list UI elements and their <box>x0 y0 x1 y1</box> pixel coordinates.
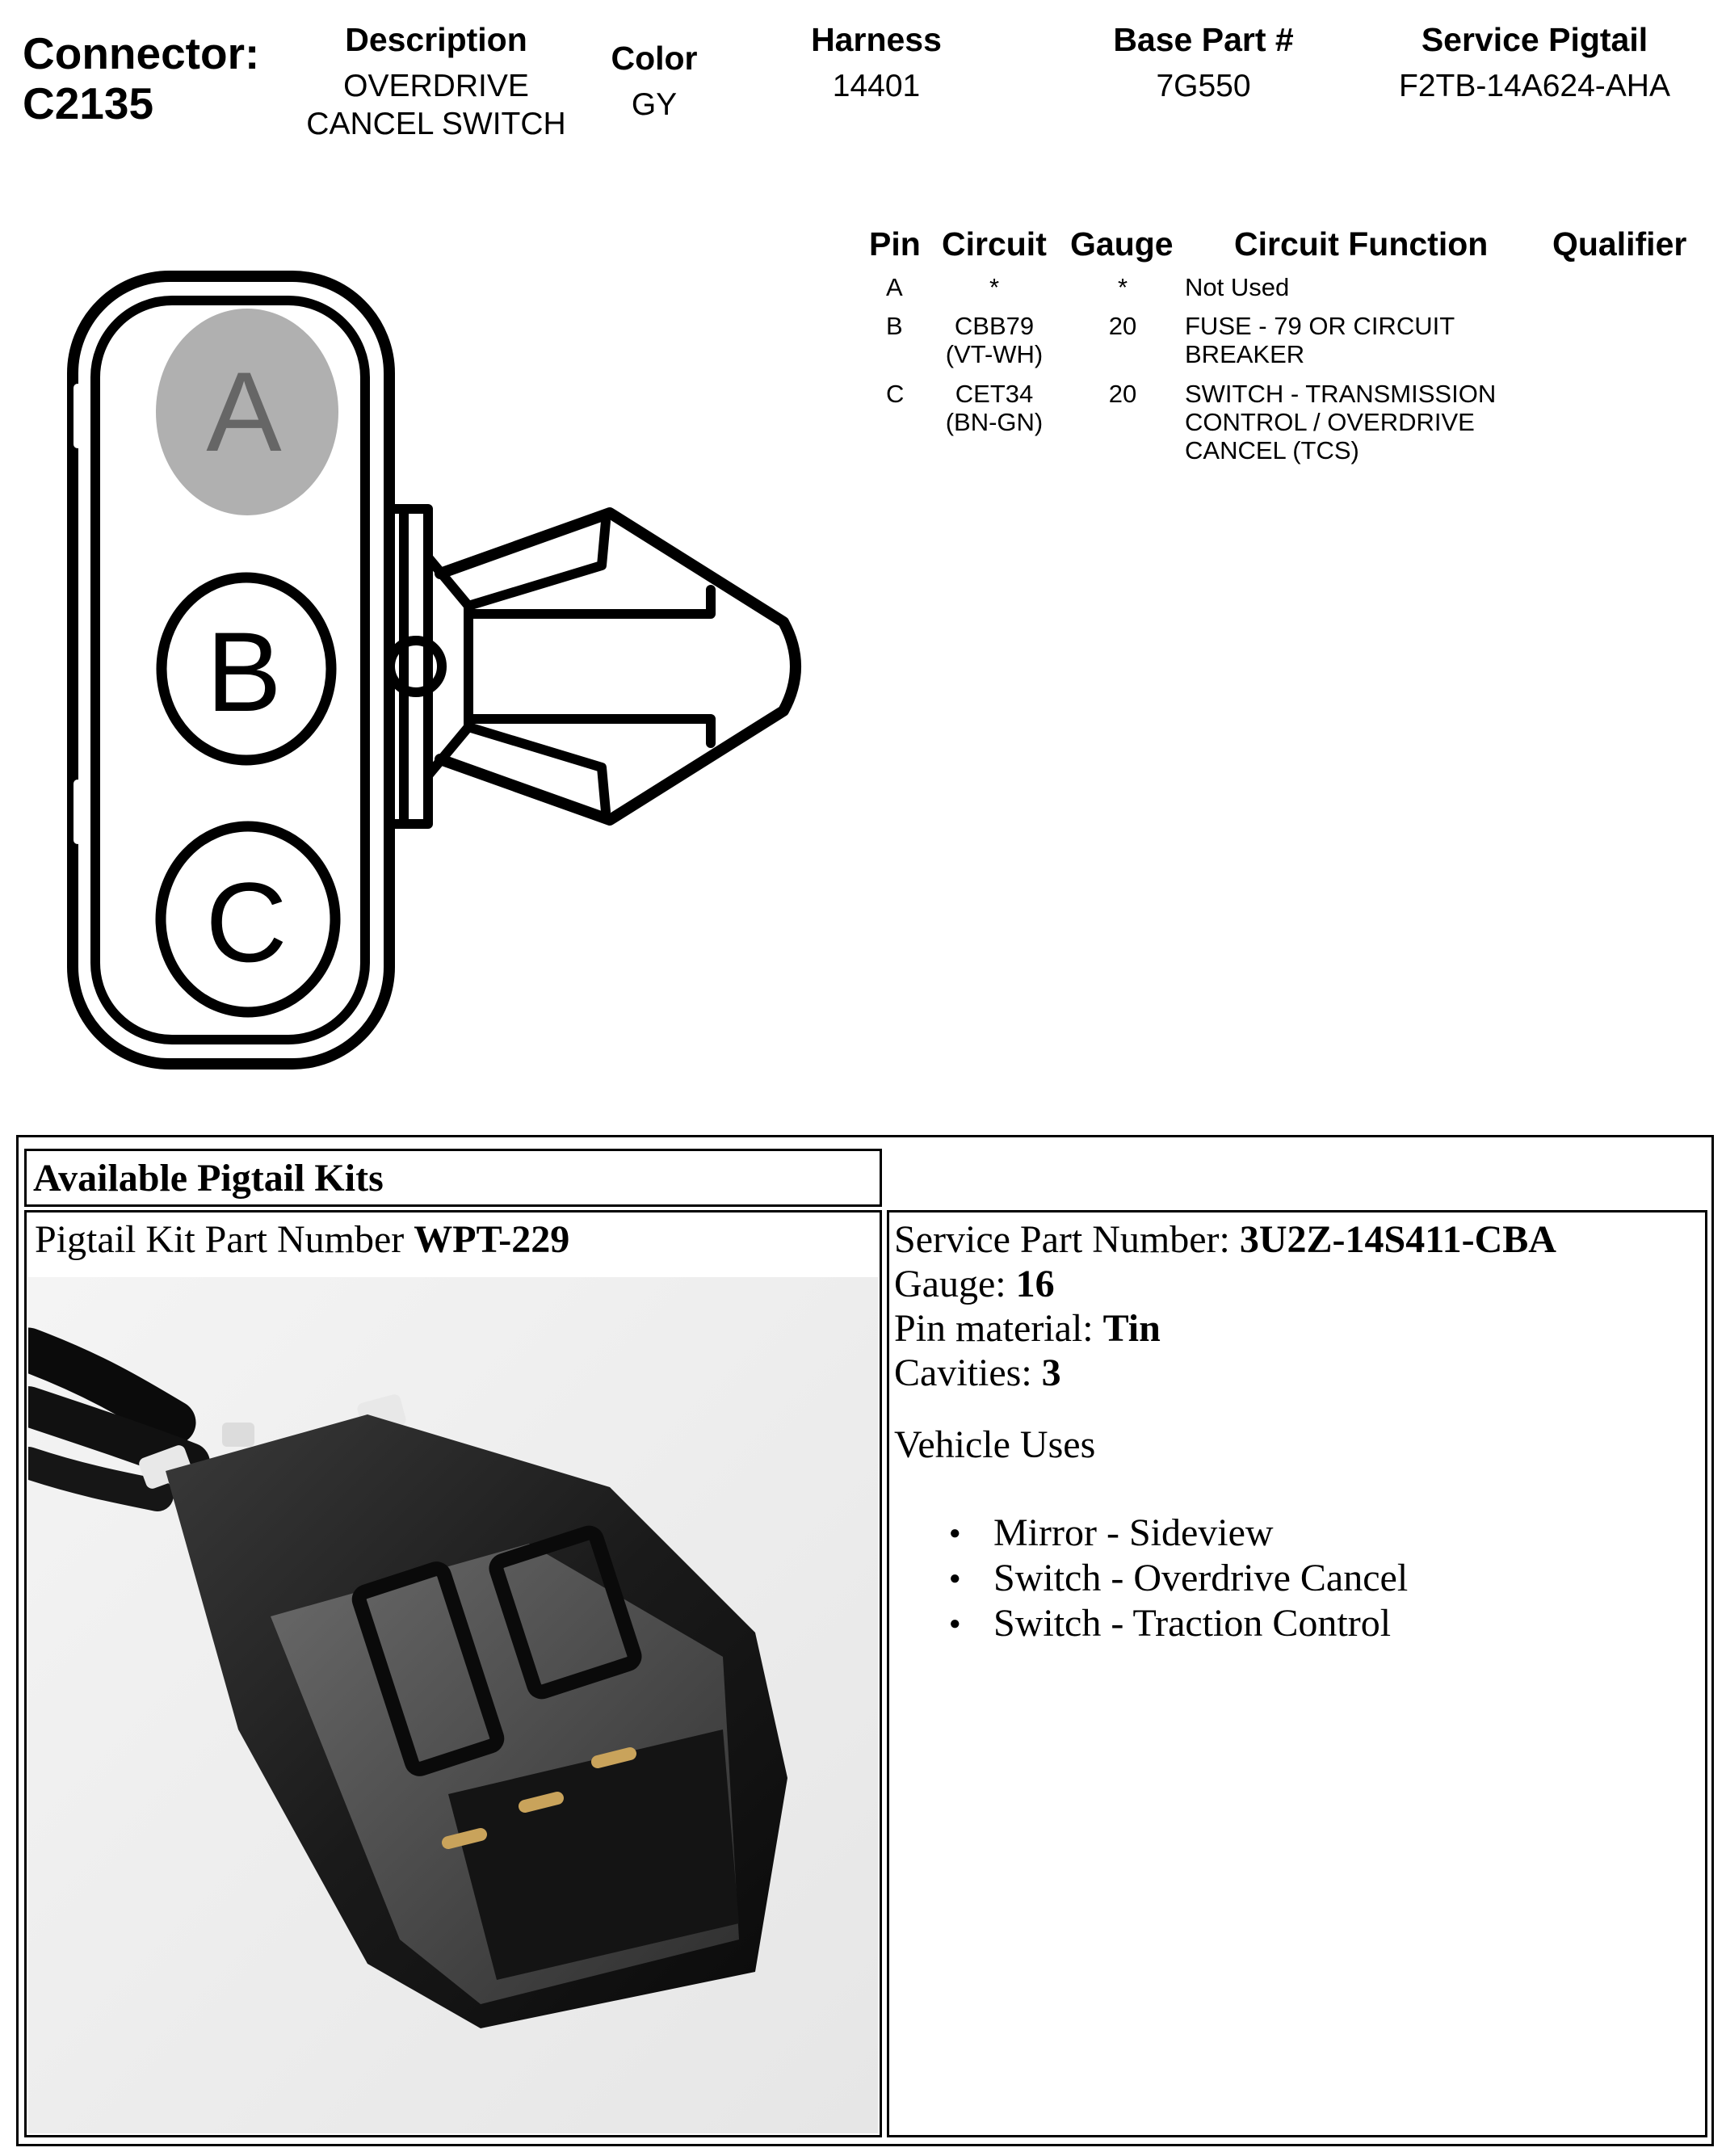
latch <box>384 504 801 829</box>
pin-header: Pin <box>869 225 921 263</box>
service-part-line: Service Part Number: 3U2Z-14S411-CBA <box>894 1217 1556 1262</box>
service-part-number: 3U2Z-14S411-CBA <box>1239 1218 1556 1261</box>
table-row: C CET34 (BN-GN) 20 SWITCH - TRANSMISSION… <box>0 380 1726 469</box>
function-header: Circuit Function <box>1234 225 1489 263</box>
kit-part-number: WPT-229 <box>414 1218 570 1261</box>
pin-material-label: Pin material: <box>894 1307 1103 1350</box>
qualifier-header: Qualifier <box>1552 225 1687 263</box>
row-b-function-line2: BREAKER <box>1185 340 1305 368</box>
pin-a-cavity <box>156 309 338 515</box>
list-item: Switch - Traction Control <box>949 1601 1556 1646</box>
row-c-function-line1: SWITCH - TRANSMISSION <box>1185 380 1497 408</box>
row-b-gauge: 20 <box>1108 312 1137 340</box>
row-c-function-line3: CANCEL (TCS) <box>1185 436 1359 464</box>
row-a-circuit: * <box>989 273 1000 301</box>
service-pigtail-header: Service Pigtail <box>1421 21 1648 58</box>
color-header: Color <box>611 40 698 77</box>
pin-c-cavity <box>155 821 341 1018</box>
pin-c-label: C <box>205 859 287 986</box>
row-c-circuit: CET34 (BN-GN) <box>942 380 1047 436</box>
color-value: GY <box>631 87 678 122</box>
table-row: B CBB79 (VT-WH) 20 FUSE - 79 OR CIRCUIT … <box>0 312 1726 376</box>
description-header: Description <box>345 21 527 58</box>
description-column: Description OVERDRIVE CANCEL SWITCH <box>283 20 590 143</box>
base-part-header: Base Part # <box>1113 21 1294 58</box>
kits-title: Available Pigtail Kits <box>33 1157 384 1200</box>
description-value-line1: OVERDRIVE <box>343 69 529 103</box>
harness-value: 14401 <box>832 69 921 103</box>
connector-label: Connector: <box>23 28 260 78</box>
pin-material-value: Tin <box>1102 1307 1161 1350</box>
cavities-label: Cavities: <box>894 1351 1042 1394</box>
circuit-header: Circuit <box>942 225 1047 263</box>
row-c-function: SWITCH - TRANSMISSION CONTROL / OVERDRIV… <box>1185 380 1496 464</box>
row-a-gauge: * <box>1117 273 1128 301</box>
base-part-column: Base Part # 7G550 <box>1082 20 1325 105</box>
row-c-function-line2: CONTROL / OVERDRIVE <box>1185 408 1475 436</box>
gauge-value: 16 <box>1015 1263 1055 1305</box>
connector-diagram: A B C <box>67 271 801 1070</box>
row-b-pin: B <box>886 312 903 340</box>
row-b-circuit-color: (VT-WH) <box>945 340 1044 368</box>
row-c-circuit-code: CET34 <box>955 380 1034 408</box>
row-b-circuit-code: CBB79 <box>954 312 1035 340</box>
wire <box>28 1447 174 1511</box>
row-a-pin: A <box>886 273 903 301</box>
harness-header: Harness <box>811 21 942 58</box>
gauge-label: Gauge: <box>894 1263 1016 1305</box>
wire <box>28 1327 196 1445</box>
kit-part-line: Pigtail Kit Part Number WPT-229 <box>35 1217 569 1262</box>
connector-title: Connector: C2135 <box>23 28 259 128</box>
vehicle-uses-title: Vehicle Uses <box>894 1423 1096 1466</box>
pin-a-label: A <box>206 348 282 475</box>
gauge-header: Gauge <box>1070 225 1174 263</box>
gauge-line: Gauge: 16 <box>894 1262 1556 1306</box>
service-part-label: Service Part Number: <box>894 1218 1240 1261</box>
kits-outer-frame <box>16 1135 1714 2146</box>
base-part-value: 7G550 <box>1156 69 1251 103</box>
kit-photo-cell: Pigtail Kit Part Number WPT-229 <box>24 1210 882 2137</box>
kit-part-label: Pigtail Kit Part Number <box>35 1218 414 1261</box>
row-c-circuit-color: (BN-GN) <box>945 408 1044 436</box>
cavities-line: Cavities: 3 <box>894 1351 1556 1395</box>
service-pigtail-column: Service Pigtail F2TB-14A624-AHA <box>1357 20 1712 105</box>
row-c-gauge: 20 <box>1108 380 1137 408</box>
pin-material-line: Pin material: Tin <box>894 1306 1556 1351</box>
vehicle-uses-list: Mirror - Sideview Switch - Overdrive Can… <box>949 1511 1556 1646</box>
row-b-function-line1: FUSE - 79 OR CIRCUIT <box>1185 312 1455 340</box>
kit-details-cell: Service Part Number: 3U2Z-14S411-CBA Gau… <box>887 1210 1707 2137</box>
list-item: Mirror - Sideview <box>949 1511 1556 1556</box>
cavities-value: 3 <box>1041 1351 1061 1394</box>
pin-b-label: B <box>206 608 281 735</box>
table-row: A * * Not Used <box>0 273 1726 305</box>
row-c-pin: C <box>886 380 905 408</box>
row-b-function: FUSE - 79 OR CIRCUIT BREAKER <box>1185 312 1455 368</box>
pin-b-cavity <box>156 572 337 766</box>
harness-column: Harness 14401 <box>775 20 977 105</box>
row-b-circuit: CBB79 (VT-WH) <box>942 312 1047 368</box>
row-a-function: Not Used <box>1185 273 1290 301</box>
pigtail-photo <box>28 1277 878 2133</box>
service-pigtail-value: F2TB-14A624-AHA <box>1399 69 1670 103</box>
kits-title-cell: Available Pigtail Kits <box>24 1149 882 1207</box>
connector-shell-inner <box>90 296 370 1044</box>
description-value-line2: CANCEL SWITCH <box>306 107 566 141</box>
connector-id: C2135 <box>23 78 154 128</box>
color-column: Color GY <box>590 39 719 124</box>
list-item: Switch - Overdrive Cancel <box>949 1556 1556 1601</box>
